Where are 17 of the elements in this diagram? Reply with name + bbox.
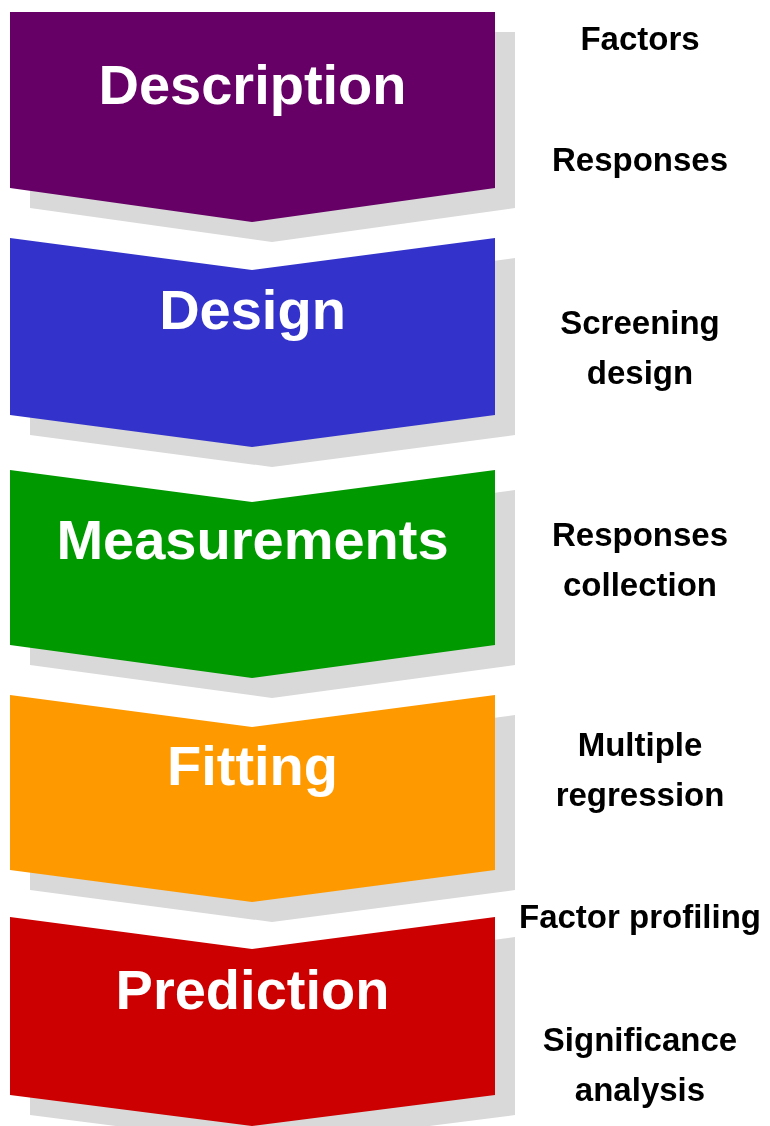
chevron-step	[10, 238, 515, 467]
step-title: Prediction	[114, 958, 391, 1022]
step-note: Screening design	[559, 303, 721, 393]
step-title: Fitting	[165, 734, 339, 798]
step-note: Factors	[579, 19, 701, 59]
step-title: Design	[158, 278, 347, 342]
chevron-step	[10, 12, 515, 242]
chevron-step	[10, 470, 515, 698]
step-title: Measurements	[55, 508, 450, 572]
chevron-step	[10, 917, 515, 1126]
step-note: Significance analysis	[541, 1020, 739, 1110]
step-note: Multiple regression	[554, 725, 726, 815]
step-note: Responses	[550, 140, 730, 180]
step-title: Description	[97, 53, 408, 117]
step-note: Factor profiling	[518, 897, 762, 937]
chevron-step	[10, 695, 515, 922]
step-note: Responses collection	[550, 515, 730, 605]
